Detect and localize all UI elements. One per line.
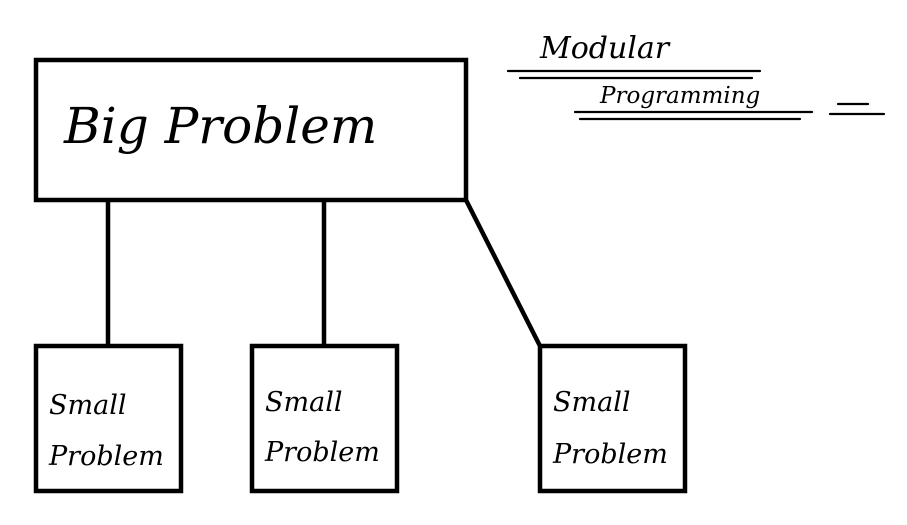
small-problem-node-1: Small Problem <box>33 343 184 494</box>
small-problem-2-line2: Problem <box>264 437 380 468</box>
big-problem-label: Big Problem <box>63 97 377 155</box>
small-problem-node-3: Small Problem <box>537 343 688 494</box>
connector-3 <box>463 198 543 348</box>
small-problem-2-line1: Small <box>265 387 342 418</box>
small-problem-3-line1: Small <box>553 387 630 418</box>
diagram-heading: Modular Programming <box>506 31 886 121</box>
big-problem-box <box>33 57 469 203</box>
heading-line1: Modular <box>539 31 671 66</box>
heading-line2: Programming <box>599 83 760 109</box>
small-problem-node-2: Small Problem <box>249 343 400 494</box>
small-problem-box-3 <box>537 343 688 494</box>
small-problem-1-line1: Small <box>49 390 126 421</box>
small-problem-box-1 <box>33 343 184 494</box>
small-problem-3-line2: Problem <box>552 439 668 470</box>
big-problem-node: Big Problem <box>33 57 469 203</box>
small-problem-box-2 <box>249 343 400 494</box>
small-problem-1-line2: Problem <box>48 441 164 472</box>
